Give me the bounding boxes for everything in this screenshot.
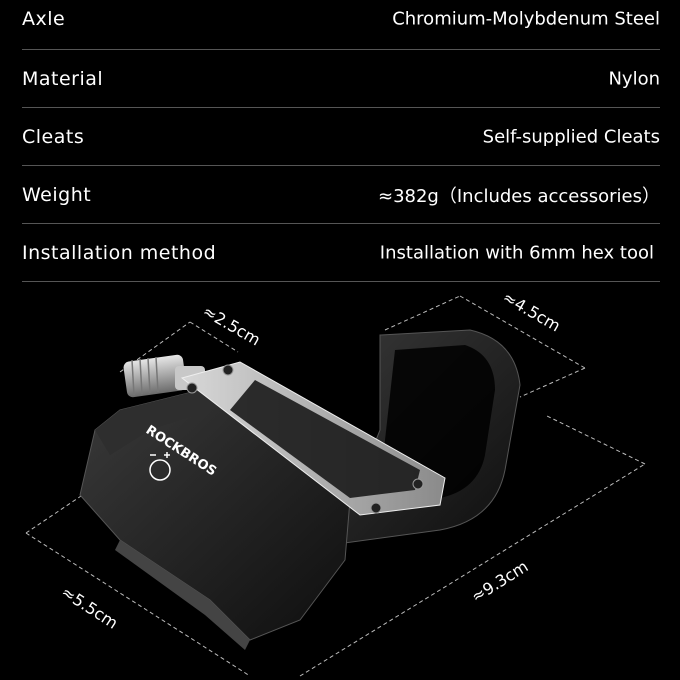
spec-value: Nylon <box>608 68 660 89</box>
spec-key: Axle <box>22 7 66 30</box>
spec-key: Installation method <box>22 241 217 264</box>
spec-row-installation: Installation method Installation with 6m… <box>22 224 660 282</box>
spec-table: Axle Chromium-Molybdenum Steel Material … <box>22 0 660 282</box>
spec-row-weight: Weight ≈382g（Includes accessories） <box>22 166 660 224</box>
spec-value: Chromium-Molybdenum Steel <box>392 8 660 30</box>
spec-row-cleats: Cleats Self-supplied Cleats <box>22 108 660 166</box>
plate-screws <box>186 364 424 514</box>
spec-value: Installation with 6mm hex tool <box>379 242 654 263</box>
spec-value: ≈382g（Includes accessories） <box>377 185 660 207</box>
dimension-lines <box>25 295 646 677</box>
spec-key: Cleats <box>22 125 85 148</box>
pedal-axle <box>123 354 205 398</box>
spec-key: Weight <box>22 183 92 206</box>
spec-value: Self-supplied Cleats <box>482 126 660 147</box>
tension-adjust-icon <box>149 452 171 481</box>
spec-key: Material <box>22 67 104 90</box>
spec-row-material: Material Nylon <box>22 50 660 108</box>
spec-row-axle: Axle Chromium-Molybdenum Steel <box>22 0 660 50</box>
